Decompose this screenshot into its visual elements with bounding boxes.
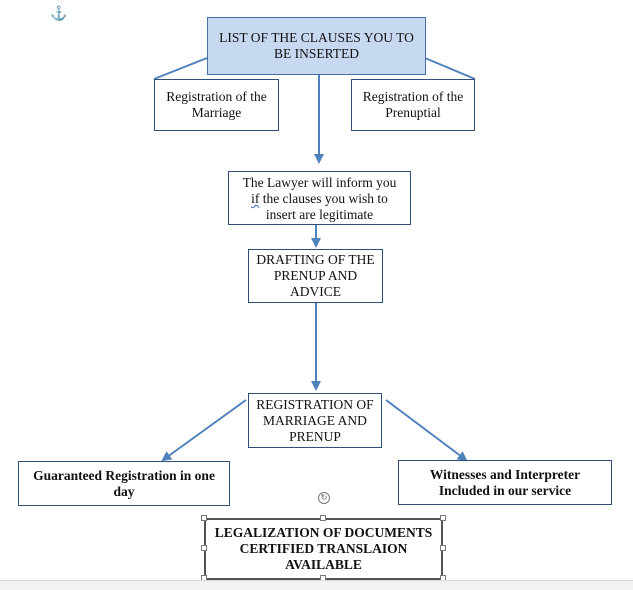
lawyer-info-line2: if the clauses you wish to (243, 191, 397, 207)
registration-marriage-prenup-box[interactable]: REGISTRATION OF MARRIAGE AND PRENUP (248, 393, 382, 448)
registration-marriage-box[interactable]: Registration of the Marriage (154, 79, 279, 131)
lawyer-info-line2-rest: the clauses you wish to (259, 191, 388, 206)
legalization-line1: LEGALIZATION OF DOCUMENTS (214, 525, 433, 540)
witnesses-interpreter-box[interactable]: Witnesses and Interpreter Included in ou… (398, 460, 612, 505)
lawyer-info-box[interactable]: The Lawyer will inform you if the clause… (228, 171, 411, 225)
legalization-line3: AVAILABLE (285, 557, 362, 572)
connector-top-to-left (153, 57, 208, 80)
resize-handle-top-left[interactable] (201, 515, 207, 521)
rotate-handle-icon[interactable]: ↻ (318, 492, 330, 504)
page-bottom-edge (0, 580, 633, 590)
lawyer-info-text: The Lawyer will inform you if the clause… (243, 175, 397, 223)
registration-prenuptial-box[interactable]: Registration of the Prenuptial (351, 79, 475, 131)
legalization-box[interactable]: LEGALIZATION OF DOCUMENTS CERTIFIED TRAN… (204, 518, 443, 580)
arrow-registration-to-guaranteed (161, 399, 247, 462)
guaranteed-registration-text: Guaranteed Registration in one day (33, 467, 215, 499)
arrow-registration-to-witnesses (385, 399, 468, 462)
lawyer-info-line3: insert are legitimate (265, 207, 374, 222)
connector-top-to-right (424, 57, 476, 80)
resize-handle-middle-right[interactable] (440, 545, 446, 551)
registration-marriage-text: Registration of the Marriage (166, 89, 267, 120)
resize-handle-top-center[interactable] (320, 515, 326, 521)
registration-prenuptial-text: Registration of the Prenuptial (362, 89, 464, 120)
guaranteed-registration-box[interactable]: Guaranteed Registration in one day (18, 461, 230, 506)
clauses-list-box[interactable]: LIST OF THE CLAUSES YOU TO BE INSERTED (207, 17, 426, 75)
legalization-line2: CERTIFIED TRANSLAION (239, 541, 408, 556)
spellcheck-word: if (251, 191, 260, 206)
drafting-box[interactable]: DRAFTING OF THE PRENUP AND ADVICE (248, 249, 383, 303)
resize-handle-top-right[interactable] (440, 515, 446, 521)
legalization-text: LEGALIZATION OF DOCUMENTS CERTIFIED TRAN… (215, 525, 433, 573)
lawyer-info-line1: The Lawyer will inform you (242, 175, 397, 190)
resize-handle-middle-left[interactable] (201, 545, 207, 551)
witnesses-interpreter-text: Witnesses and Interpreter Included in ou… (429, 466, 581, 498)
clauses-list-text: LIST OF THE CLAUSES YOU TO BE INSERTED (219, 30, 414, 61)
registration-marriage-prenup-text: REGISTRATION OF MARRIAGE AND PRENUP (256, 396, 374, 444)
drafting-text: DRAFTING OF THE PRENUP AND ADVICE (256, 252, 375, 299)
anchor-icon[interactable]: ⚓ (50, 7, 68, 22)
